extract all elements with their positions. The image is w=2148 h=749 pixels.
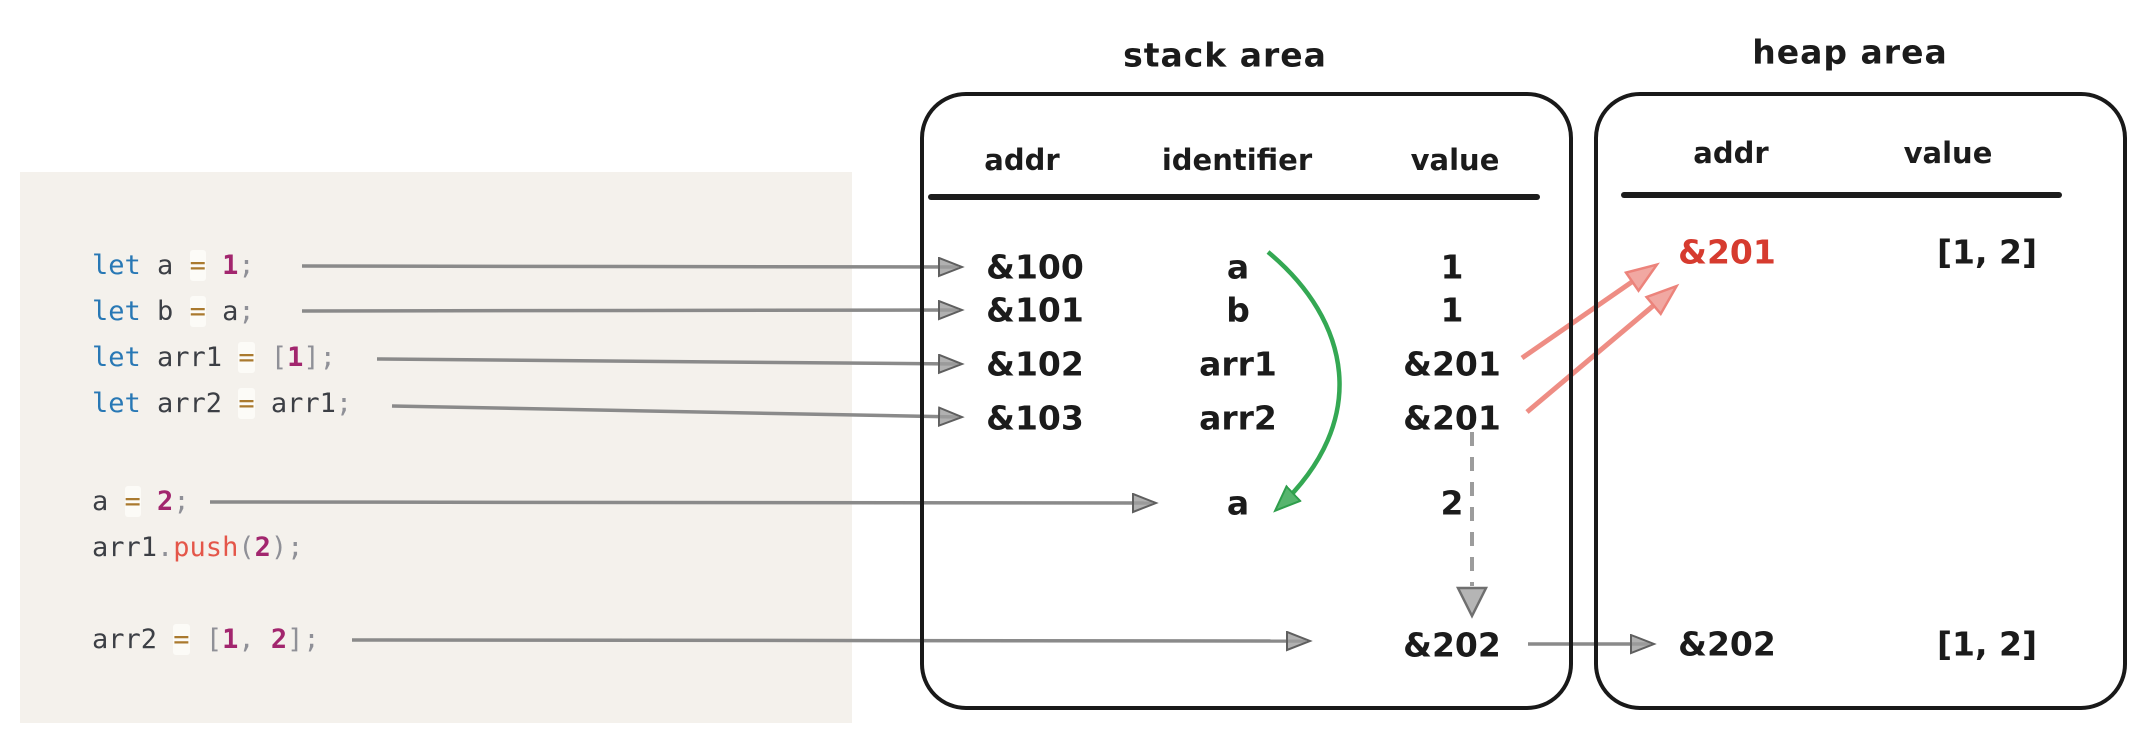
- code-token: b: [140, 296, 190, 327]
- stack-box: [920, 92, 1573, 710]
- code-token: arr1: [140, 342, 239, 373]
- stack-cell-identifier-2: arr1: [1199, 344, 1277, 384]
- code-token: 1: [287, 342, 304, 373]
- code-token: =: [238, 388, 255, 419]
- code-token: =: [189, 250, 206, 281]
- code-token: ]: [287, 624, 304, 655]
- heap-cell-addr-0: &201: [1678, 232, 1776, 272]
- heap-header-value: value: [1903, 136, 1993, 170]
- code-token: a: [222, 296, 239, 327]
- code-token: let: [92, 342, 141, 373]
- code-token: 1: [222, 624, 239, 655]
- heap-area-title: heap area: [1752, 32, 1948, 72]
- code-token: ;: [173, 486, 190, 517]
- heap-box: [1594, 92, 2127, 710]
- heap-cell-value-1: [1, 2]: [1936, 624, 2038, 664]
- stack-cell-value-5: &202: [1403, 625, 1501, 665]
- stack-cell-value-4: 2: [1440, 483, 1464, 523]
- code-token: =: [238, 342, 255, 373]
- code-token: [: [270, 342, 288, 373]
- code-token: [206, 296, 222, 327]
- stack-header-value: value: [1410, 143, 1500, 177]
- code-token: [255, 342, 271, 373]
- code-block: [20, 172, 852, 723]
- stack-header-addr: addr: [984, 143, 1060, 177]
- code-line-1: let a = 1;: [92, 248, 255, 284]
- code-token: ;: [238, 250, 255, 281]
- code-token: .: [157, 532, 174, 563]
- code-line-5: a = 2;: [92, 484, 190, 520]
- code-token: let: [92, 296, 141, 327]
- code-token: push: [173, 532, 239, 563]
- code-token: a: [140, 250, 190, 281]
- stack-header-identifier: identifier: [1161, 143, 1313, 177]
- code-token: a: [92, 486, 125, 517]
- code-token: =: [173, 624, 190, 655]
- heap-header-addr: addr: [1693, 136, 1769, 170]
- code-line-4: let arr2 = arr1;: [92, 386, 352, 422]
- stack-area-title: stack area: [1123, 35, 1327, 75]
- code-token: arr1: [270, 388, 336, 419]
- code-token: 2: [157, 486, 174, 517]
- code-token: arr1: [92, 532, 158, 563]
- stack-cell-identifier-1: b: [1226, 290, 1250, 330]
- stack-cell-addr-1: &101: [986, 290, 1084, 330]
- code-token: ;: [319, 342, 336, 373]
- stack-cell-value-1: 1: [1440, 290, 1464, 330]
- code-token: 1: [222, 250, 239, 281]
- heap-header-underline: [1621, 192, 2062, 198]
- stack-cell-addr-0: &100: [986, 247, 1084, 287]
- stack-cell-identifier-0: a: [1226, 247, 1250, 287]
- stack-cell-value-3: &201: [1403, 398, 1501, 438]
- stack-cell-addr-3: &103: [986, 398, 1084, 438]
- code-line-2: let b = a;: [92, 294, 255, 330]
- code-line-7: arr2 = [1, 2];: [92, 622, 320, 658]
- code-token: [141, 486, 157, 517]
- code-token: ;: [303, 624, 320, 655]
- code-line-6: arr1.push(2);: [92, 530, 303, 566]
- stack-cell-value-0: 1: [1440, 247, 1464, 287]
- code-token: ;: [238, 296, 255, 327]
- stack-header-underline: [928, 194, 1540, 200]
- stack-cell-addr-2: &102: [986, 344, 1084, 384]
- stack-cell-identifier-4: a: [1226, 483, 1250, 523]
- code-token: ]: [303, 342, 320, 373]
- stack-cell-value-2: &201: [1403, 344, 1501, 384]
- code-line-3: let arr1 = [1];: [92, 340, 336, 376]
- heap-cell-value-0: [1, 2]: [1936, 232, 2038, 272]
- stack-cell-identifier-3: arr2: [1199, 398, 1277, 438]
- code-token: 2: [270, 624, 288, 655]
- code-token: ): [270, 532, 288, 563]
- code-token: ,: [238, 624, 271, 655]
- code-token: arr2: [92, 624, 174, 655]
- code-token: (: [238, 532, 255, 563]
- code-token: arr2: [140, 388, 239, 419]
- code-token: 2: [254, 532, 271, 563]
- code-token: =: [189, 296, 206, 327]
- code-token: [190, 624, 206, 655]
- code-token: let: [92, 388, 141, 419]
- heap-cell-addr-1: &202: [1678, 624, 1776, 664]
- code-token: [255, 388, 271, 419]
- code-token: let: [92, 250, 141, 281]
- code-token: [: [205, 624, 223, 655]
- code-token: ;: [335, 388, 353, 419]
- code-token: [206, 250, 222, 281]
- code-token: =: [124, 486, 141, 517]
- code-token: ;: [287, 532, 304, 563]
